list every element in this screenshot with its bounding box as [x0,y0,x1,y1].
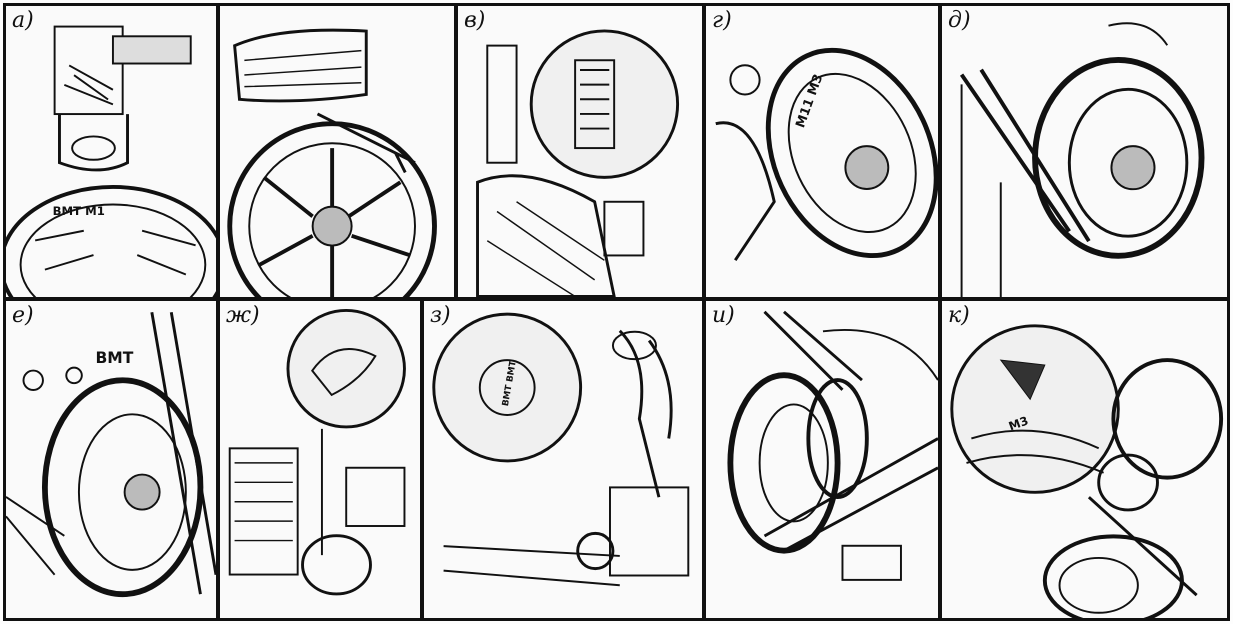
panel-a-label: а) [12,8,34,33]
panel-zh-drawing [228,309,406,596]
panel-z-drawing: ВМТ ВМТ [432,312,690,587]
panel-z: ВМТ ВМТ з) [421,298,705,621]
panel-k-mark: М3 [1007,413,1030,433]
panel-v: в) [455,3,705,300]
panel-k-label: к) [948,303,970,328]
panel-b [217,3,457,300]
panel-g-label: г) [712,8,732,33]
panel-zh-label: ж) [226,303,260,328]
panel-a-drawing: ВМТ М1 [6,25,216,297]
panel-e-drawing: BMT [6,311,216,598]
panel-e-label: е) [12,303,34,328]
panel-a: ВМТ М1 а) [3,3,219,300]
panel-zh: ж) [217,298,423,621]
panel-v-label: в) [464,8,486,33]
panel-i: и) [703,298,941,621]
panel-z-label: з) [430,303,451,328]
panel-d-label: д) [948,8,971,33]
panel-e: BMT е) [3,298,219,621]
panel-e-mark: BMT [95,349,133,367]
panel-i-label: и) [712,303,735,328]
panel-k-drawing: М3 [950,324,1224,618]
panel-b-drawing [227,28,437,297]
panel-k: М3 к) [939,298,1230,621]
panel-g: M11 M3 г) [703,3,941,300]
panel-i-drawing [727,310,938,581]
panel-g-drawing: M11 M3 [715,47,938,262]
panel-a-mark: ВМТ М1 [53,204,105,218]
panel-d: д) [939,3,1230,300]
panel-d-drawing [959,22,1205,297]
panel-g-mark: M11 M3 [792,72,825,130]
panel-v-drawing [476,29,680,297]
